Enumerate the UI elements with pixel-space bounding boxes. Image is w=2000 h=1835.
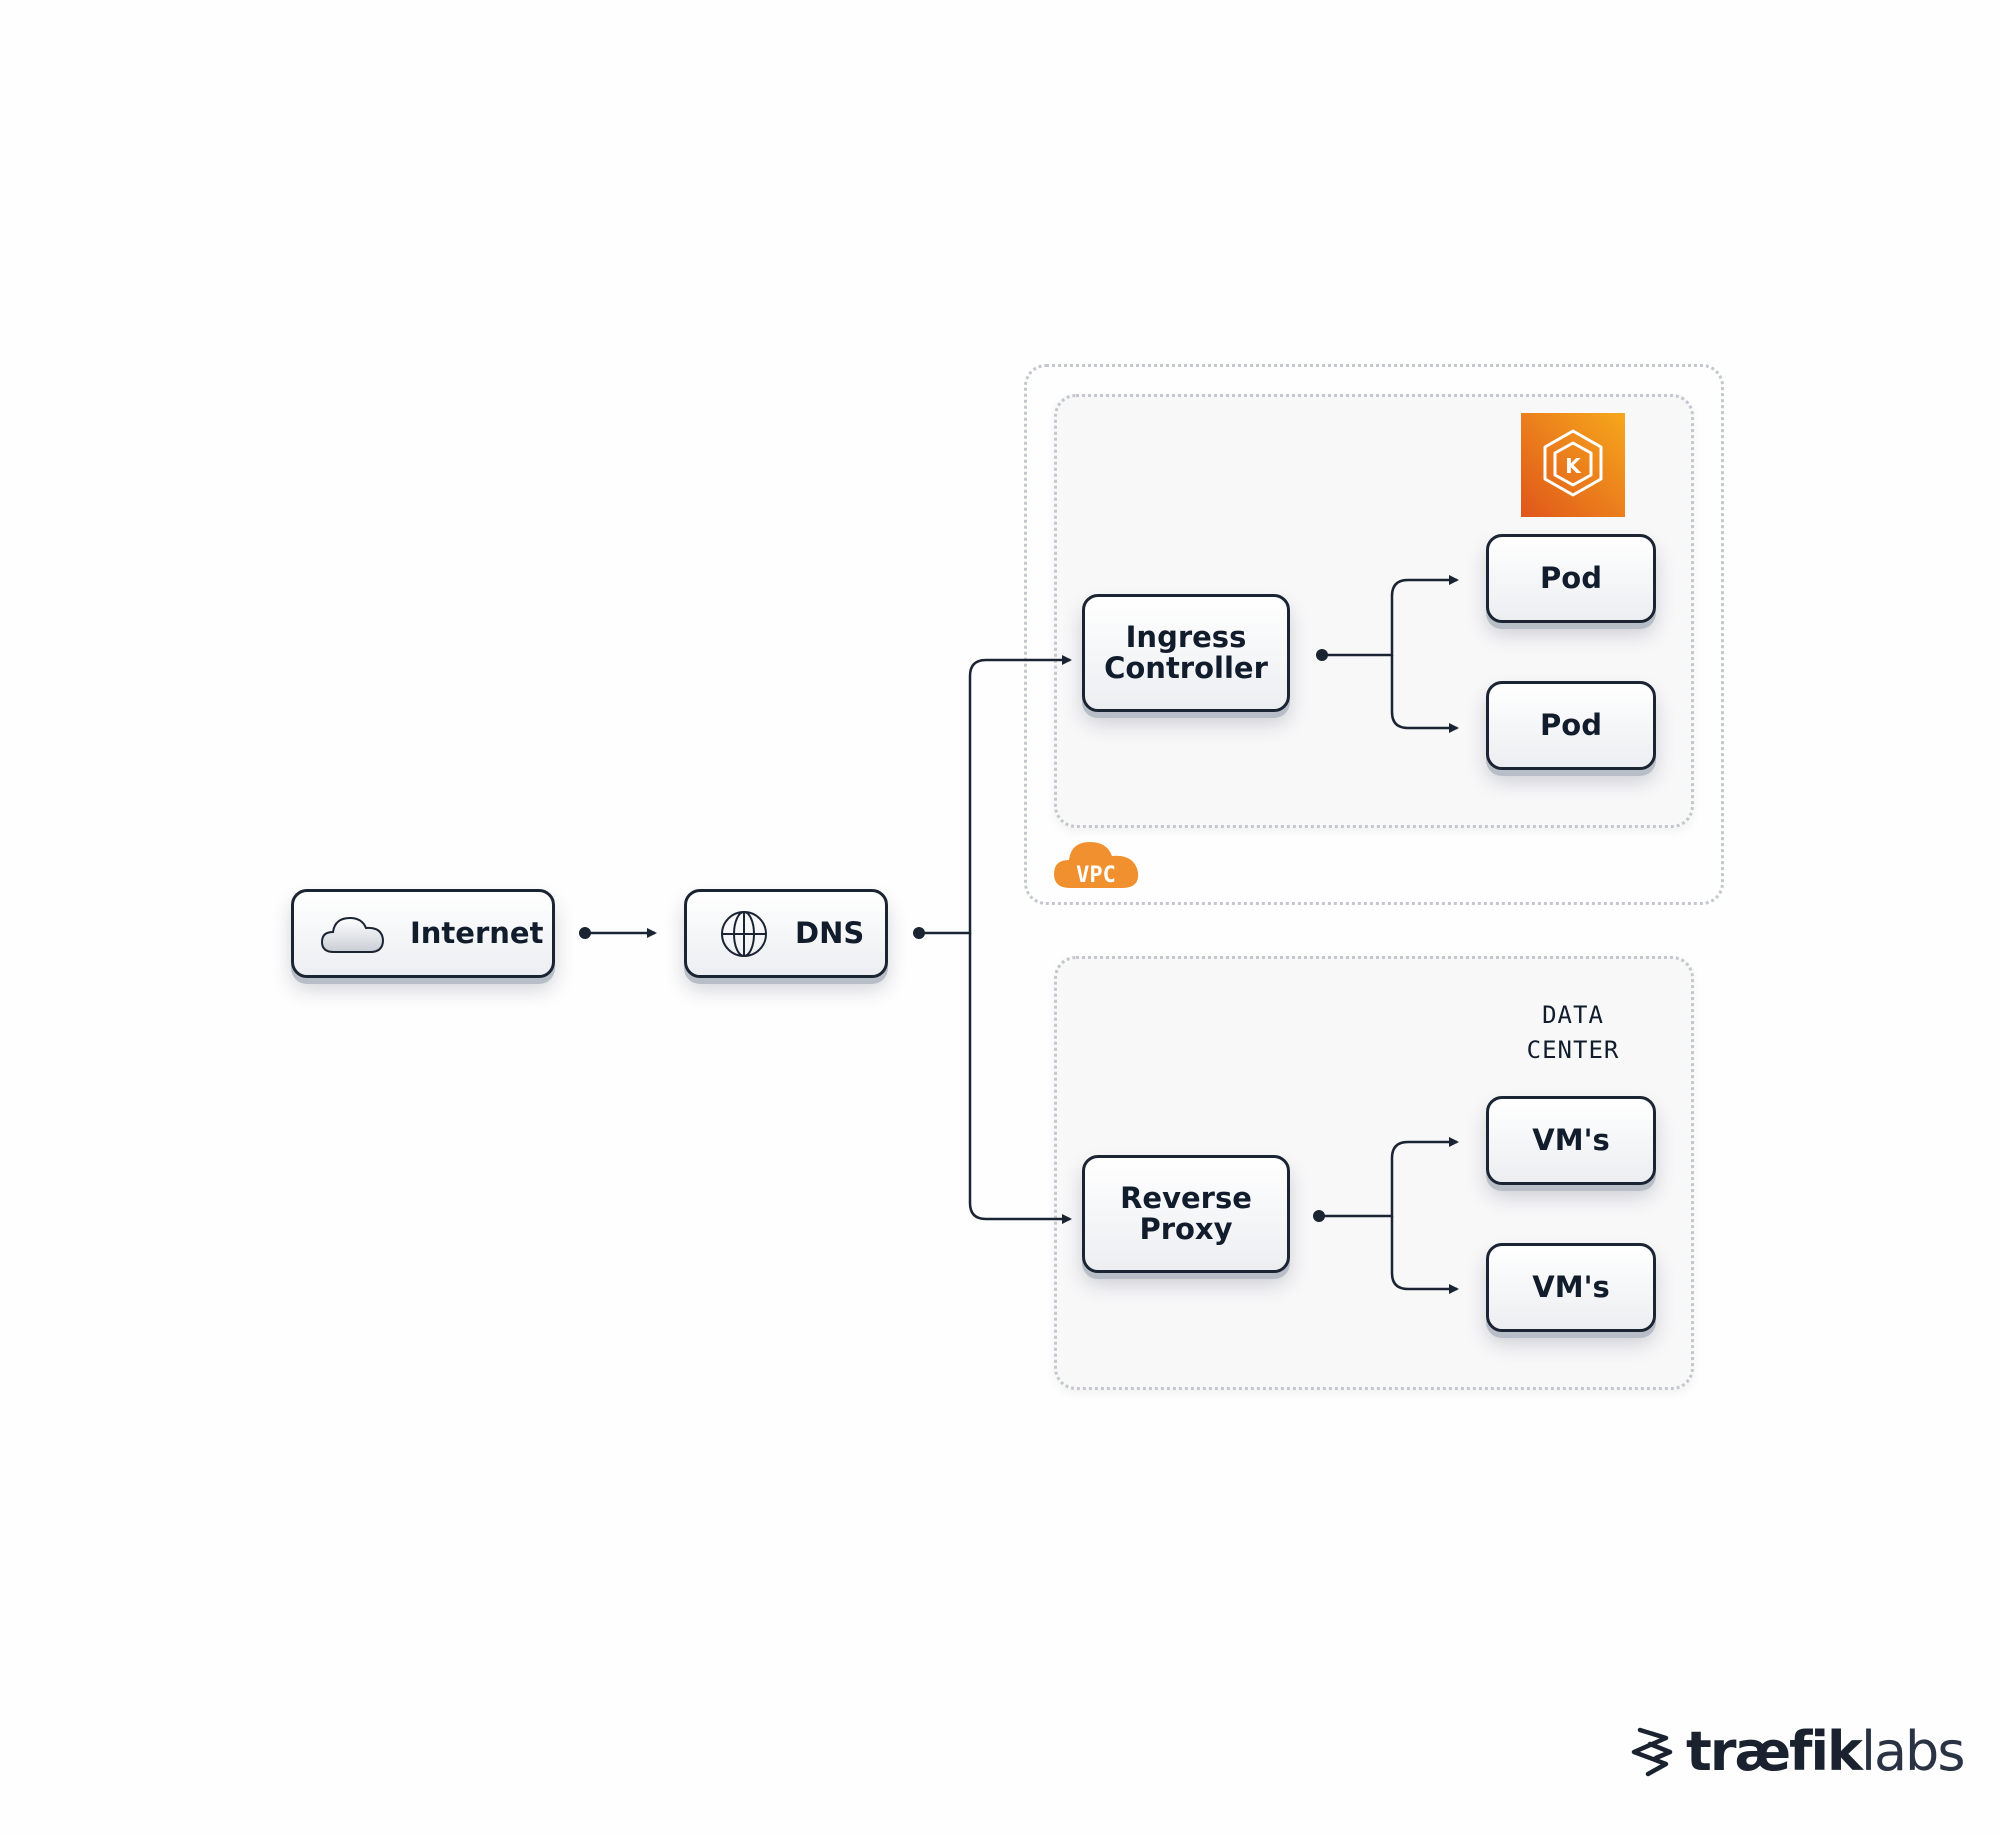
internet-label: Internet: [410, 916, 544, 950]
cloud-icon: [320, 916, 385, 953]
globe-icon: [721, 910, 767, 957]
ingress-connector-dot: [1316, 649, 1328, 661]
reverse-proxy-label: Reverse Proxy: [1120, 1181, 1252, 1246]
vms-label-1: VM's: [1532, 1123, 1610, 1157]
dns-connector-dot: [913, 927, 925, 939]
brand-name-light: labs: [1860, 1720, 1966, 1783]
vms-label-2: VM's: [1532, 1270, 1610, 1304]
dns-to-ingress-connector: [919, 655, 1072, 935]
brand-name: træfiklabs: [1686, 1720, 1966, 1783]
traefiklabs-brand: træfiklabs: [1626, 1720, 1966, 1783]
proxy-to-vm1-connector: [1318, 1137, 1459, 1218]
ingress-to-pod2-connector: [1390, 655, 1459, 733]
internet-connector-dot: [579, 927, 591, 939]
reverse-proxy-node[interactable]: Reverse Proxy: [1082, 1155, 1290, 1273]
dns-label: DNS: [795, 916, 865, 950]
vpc-cloud-icon: VPC: [1054, 842, 1139, 888]
kubernetes-eks-icon: K: [1521, 413, 1625, 517]
vms-node-2[interactable]: VM's: [1486, 1243, 1656, 1332]
ingress-to-pod1-connector: [1320, 575, 1459, 657]
ingress-controller-node[interactable]: Ingress Controller: [1082, 594, 1290, 712]
brand-name-bold: træfik: [1686, 1720, 1863, 1783]
pod-label-2: Pod: [1540, 708, 1602, 742]
proxy-connector-dot: [1313, 1210, 1325, 1222]
proxy-to-vm2-connector: [1390, 1216, 1459, 1294]
pod-label-1: Pod: [1540, 561, 1602, 595]
pod-node-1[interactable]: Pod: [1486, 534, 1656, 623]
pod-node-2[interactable]: Pod: [1486, 681, 1656, 770]
ingress-controller-label: Ingress Controller: [1104, 620, 1268, 685]
internet-node[interactable]: Internet: [291, 889, 555, 978]
vpc-zone: [1024, 364, 1724, 905]
traefik-logo-icon: [1631, 1727, 1673, 1776]
vms-node-1[interactable]: VM's: [1486, 1096, 1656, 1185]
data-center-label: DATA CENTER: [1526, 1001, 1620, 1064]
dns-node[interactable]: DNS: [684, 889, 888, 978]
svg-text:K: K: [1565, 454, 1582, 478]
svg-text:VPC: VPC: [1076, 863, 1116, 888]
dns-to-proxy-connector: [968, 933, 1072, 1224]
